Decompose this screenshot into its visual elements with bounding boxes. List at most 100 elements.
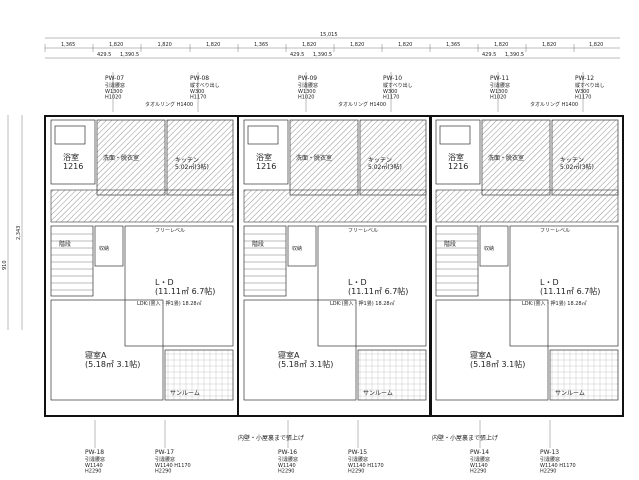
window-id: PW-08 xyxy=(190,75,209,82)
floor-level-label: フリーレベル xyxy=(540,228,570,234)
window-id: PW-16 xyxy=(278,449,297,456)
ldk-room xyxy=(317,225,427,347)
stair-label: 階段 xyxy=(252,240,264,248)
window-id: PW-10 xyxy=(383,75,402,82)
dim-value: 1,390.5 xyxy=(120,52,139,58)
closet-label: 収納 xyxy=(292,245,302,252)
bedroom xyxy=(435,299,549,401)
stair-label: 階段 xyxy=(444,240,456,248)
dim-value: 1,820 xyxy=(302,42,316,48)
dim-value: 1,365 xyxy=(254,42,268,48)
sunroom xyxy=(549,349,619,401)
dim-value: 429.5 xyxy=(290,52,304,58)
ldk-label: L・D(11.11㎡ 6.7帖) xyxy=(540,278,600,296)
closet-label: 収納 xyxy=(484,245,494,252)
dim-value: 1,390.5 xyxy=(313,52,332,58)
dim-value: 1,390.5 xyxy=(505,52,524,58)
sunroom-label: サンルーム xyxy=(170,390,200,397)
dim-value: 1,820 xyxy=(109,42,123,48)
bath-room xyxy=(243,119,289,185)
sanitary-label: 洗面・脱衣室 xyxy=(103,154,139,162)
floor-level-label: フリーレベル xyxy=(348,228,378,234)
closet-label: 収納 xyxy=(99,245,109,252)
towel-ring-label: タオルリング H1400 xyxy=(338,101,386,108)
unit-outline xyxy=(429,115,624,417)
dim-value: 1,820 xyxy=(158,42,172,48)
bath-room xyxy=(435,119,481,185)
ldk-total-label: LDK:(畳入・押1畳) 18.28㎡ xyxy=(137,300,202,307)
ldk-label: L・D(11.11㎡ 6.7帖) xyxy=(348,278,408,296)
dim-value: 1,820 xyxy=(542,42,556,48)
corridor xyxy=(50,189,234,223)
window-id: PW-18 xyxy=(85,449,104,456)
bathtub xyxy=(54,125,86,145)
window-id: PW-11 xyxy=(490,75,509,82)
towel-ring-label: タオルリング H1400 xyxy=(145,101,193,108)
bedroom-label: 寝室A(5.18㎡ 3.1帖) xyxy=(278,350,333,369)
ldk-room xyxy=(509,225,619,347)
bedroom-label: 寝室A(5.18㎡ 3.1帖) xyxy=(470,350,525,369)
closet xyxy=(479,225,509,267)
staircase xyxy=(435,225,479,297)
sanitary-room xyxy=(481,119,551,196)
dim-row-1: 1,365 1,820 1,820 1,820 1,365 1,820 1,820 1,820… xyxy=(44,42,603,52)
window-id: PW-07 xyxy=(105,75,124,82)
ldk-total-label: LDK:(畳入・押1畳) 18.28㎡ xyxy=(522,300,587,307)
bedroom-label: 寝室A(5.18㎡ 3.1帖) xyxy=(85,350,140,369)
corridor xyxy=(243,189,427,223)
dim-value: 1,820 xyxy=(589,42,603,48)
note-2: 内壁・小屋裏まで張上げ xyxy=(432,434,498,442)
closet xyxy=(94,225,124,267)
ldk-total-label: LDK:(畳入・押1畳) 18.28㎡ xyxy=(330,300,395,307)
closet xyxy=(287,225,317,267)
sunroom xyxy=(357,349,427,401)
stair-label: 階段 xyxy=(59,240,71,248)
dim-value: 1,365 xyxy=(61,42,75,48)
sunroom xyxy=(164,349,234,401)
towel-ring-label: タオルリング H1400 xyxy=(530,101,578,108)
sanitary-label: 洗面・脱衣室 xyxy=(488,154,524,162)
staircase xyxy=(50,225,94,297)
kitchen-room xyxy=(359,119,427,196)
sanitary-label: 洗面・脱衣室 xyxy=(296,154,332,162)
floor-level-label: フリーレベル xyxy=(155,228,185,234)
note-1: 内壁・小屋裏まで張上げ xyxy=(238,434,304,442)
ldk-label: L・D(11.11㎡ 6.7帖) xyxy=(155,278,215,296)
ldk-room xyxy=(124,225,234,347)
sunroom-label: サンルーム xyxy=(555,390,585,397)
sanitary-room xyxy=(289,119,359,196)
left-dim-1: 2,343 xyxy=(16,226,22,240)
left-dimension-lines: 2,343 910 xyxy=(2,115,23,330)
window-id: PW-09 xyxy=(298,75,317,82)
bedroom xyxy=(50,299,164,401)
total-width-dim: 15,015 xyxy=(320,32,338,38)
dim-value: 1,820 xyxy=(398,42,412,48)
kitchen-room xyxy=(166,119,234,196)
dim-value: 429.5 xyxy=(97,52,111,58)
window-id: PW-13 xyxy=(540,449,559,456)
staircase xyxy=(243,225,287,297)
